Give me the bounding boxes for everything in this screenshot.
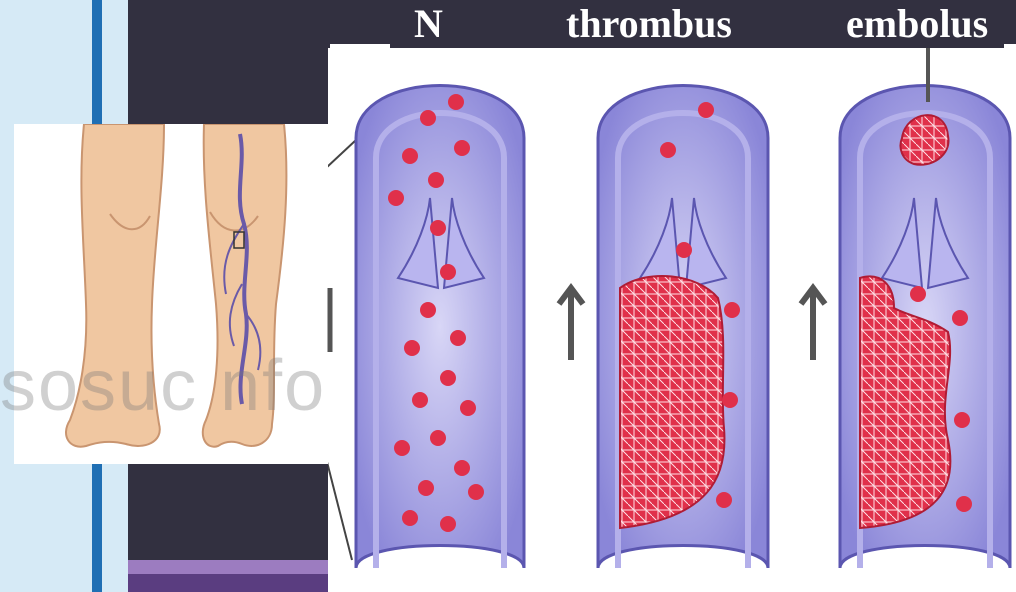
heading-normal: N: [414, 4, 443, 44]
thrombus-vein-panel: [598, 86, 768, 569]
heading-thrombus: thrombus: [566, 4, 732, 44]
watermark-text: sosuc nfo.: [0, 345, 348, 427]
embolus-vein-panel: [840, 48, 1010, 568]
normal-vein-panel: [356, 86, 524, 569]
purple-band-light: [128, 560, 338, 574]
purple-band-dark: [128, 574, 338, 592]
up-arrow-icon: [324, 282, 334, 352]
vein-cross-sections-image: [328, 48, 1016, 592]
heading-embolus: embolus: [846, 4, 988, 44]
